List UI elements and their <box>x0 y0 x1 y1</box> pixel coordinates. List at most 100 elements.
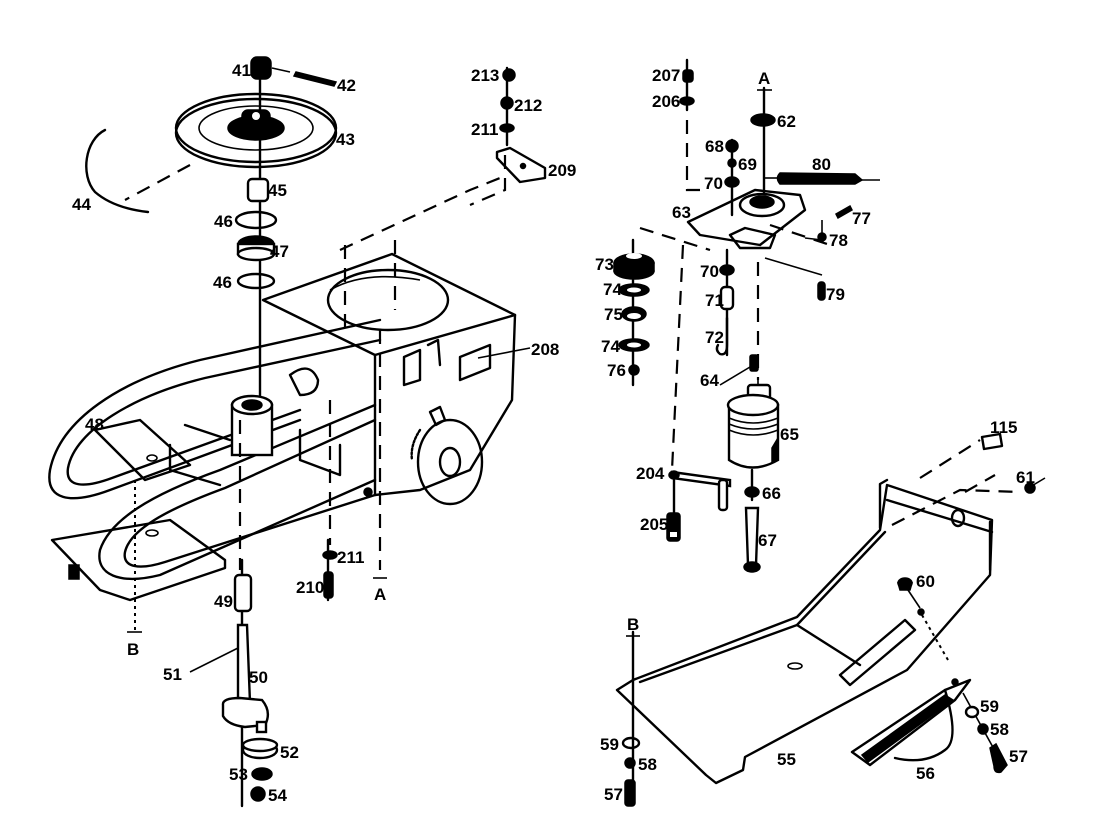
part-210-bolt[interactable] <box>323 571 334 599</box>
part-80-spring[interactable] <box>776 172 864 185</box>
part-59-washer-left[interactable] <box>621 736 641 750</box>
part-208-label-plate[interactable] <box>458 343 492 382</box>
part-57-bolt-right[interactable] <box>989 742 1008 774</box>
part-53-washer[interactable] <box>251 767 273 781</box>
label-58-right: 58 <box>990 720 1009 739</box>
label-206: 206 <box>652 92 680 111</box>
part-50-spindle-foot[interactable] <box>221 696 270 729</box>
label-76: 76 <box>607 361 626 380</box>
gear-housing-box[interactable] <box>261 252 517 497</box>
part-42-key[interactable] <box>292 71 338 87</box>
label-62: 62 <box>777 112 796 131</box>
part-56-discharge-chute[interactable] <box>850 678 972 767</box>
label-70-bottom: 70 <box>700 262 719 281</box>
drive-wheel[interactable] <box>410 418 484 506</box>
part-55-deck-shield[interactable] <box>615 483 994 785</box>
deck-shield-assembly <box>615 432 1046 807</box>
bolt-210-group <box>322 538 338 602</box>
label-46-bottom: 46 <box>213 273 232 292</box>
part-77-clip[interactable] <box>835 204 853 220</box>
label-207: 207 <box>652 66 680 85</box>
label-42: 42 <box>337 76 356 95</box>
part-69-washer[interactable] <box>727 158 737 168</box>
part-50-spindle[interactable] <box>236 623 252 705</box>
part-60-knob[interactable] <box>897 577 913 591</box>
part-68-nut[interactable] <box>725 139 739 153</box>
part-79-bolt[interactable] <box>817 281 826 301</box>
part-213-nut[interactable] <box>502 68 516 82</box>
label-56: 56 <box>916 764 935 783</box>
label-210: 210 <box>296 578 324 597</box>
lower-spindle-stack <box>189 558 279 808</box>
part-57-bolt-left[interactable] <box>624 779 636 807</box>
part-45-spacer[interactable] <box>246 177 270 203</box>
label-61: 61 <box>1016 468 1035 487</box>
label-60: 60 <box>916 572 935 591</box>
part-59-washer-right[interactable] <box>964 705 980 719</box>
part-207-nut[interactable] <box>682 69 694 83</box>
part-211-washer-bottom[interactable] <box>322 550 338 560</box>
part-64-key[interactable] <box>749 354 759 372</box>
label-73: 73 <box>595 255 614 274</box>
label-204: 204 <box>636 464 665 483</box>
part-48-base-plate[interactable] <box>50 518 227 602</box>
main-frame-assembly <box>48 176 531 630</box>
label-45: 45 <box>268 181 287 200</box>
label-43: 43 <box>336 130 355 149</box>
part-67-bolt[interactable] <box>744 506 760 567</box>
section-a-bottom: A <box>374 585 386 604</box>
tubular-frame[interactable] <box>48 318 382 500</box>
part-47-bearing[interactable] <box>236 235 276 262</box>
part-54-nut[interactable] <box>250 786 266 802</box>
part-62-washer[interactable] <box>750 113 776 127</box>
label-59-right: 59 <box>980 697 999 716</box>
part-76-nut[interactable] <box>628 364 640 376</box>
part-71-bushing[interactable] <box>719 285 735 311</box>
label-41: 41 <box>232 61 251 80</box>
part-73-idler-wheel[interactable] <box>613 253 655 280</box>
section-a-top: A <box>758 69 770 88</box>
center-boss <box>230 394 274 457</box>
label-67: 67 <box>758 531 777 550</box>
label-75: 75 <box>604 305 623 324</box>
part-46-washer-bottom[interactable] <box>236 272 276 290</box>
part-72-hook[interactable] <box>715 316 729 356</box>
part-212-washer[interactable] <box>500 96 514 110</box>
part-41-nut[interactable] <box>250 56 272 80</box>
part-211-washer-top[interactable] <box>499 123 515 133</box>
part-46-washer-top[interactable] <box>234 210 278 230</box>
part-43-pulley[interactable] <box>174 92 338 169</box>
label-50: 50 <box>249 668 268 687</box>
label-52: 52 <box>280 743 299 762</box>
label-57-left: 57 <box>604 785 623 804</box>
label-48: 48 <box>85 415 104 434</box>
label-79: 79 <box>826 285 845 304</box>
part-58-nut-left[interactable] <box>624 757 636 769</box>
label-74-top: 74 <box>603 280 622 299</box>
pulley-stack <box>85 56 338 402</box>
label-115: 115 <box>990 418 1017 437</box>
part-58-nut-right[interactable] <box>977 723 989 735</box>
part-labels: 41 42 43 44 45 46 47 46 48 49 50 51 52 5… <box>72 61 1035 805</box>
part-70-washer-top[interactable] <box>724 176 740 188</box>
label-78: 78 <box>829 231 848 250</box>
part-65-gear-cylinder[interactable] <box>726 383 780 469</box>
part-44-belt-guide[interactable] <box>85 128 150 214</box>
label-64: 64 <box>700 371 719 390</box>
part-206-washer[interactable] <box>679 96 695 106</box>
label-53: 53 <box>229 765 248 784</box>
part-115-clip[interactable] <box>980 432 1004 451</box>
label-208: 208 <box>531 340 559 359</box>
label-70-top: 70 <box>704 174 723 193</box>
label-205: 205 <box>640 515 668 534</box>
label-212: 212 <box>514 96 542 115</box>
part-209-bracket[interactable] <box>495 146 547 184</box>
bracket-209-group <box>469 66 547 207</box>
part-66-washer[interactable] <box>744 486 760 498</box>
part-49-sleeve[interactable] <box>233 573 253 613</box>
part-61-nut[interactable] <box>1024 482 1036 494</box>
part-63-mounting-plate[interactable] <box>686 188 807 250</box>
label-46-top: 46 <box>214 212 233 231</box>
part-70-washer-bottom[interactable] <box>719 264 735 276</box>
